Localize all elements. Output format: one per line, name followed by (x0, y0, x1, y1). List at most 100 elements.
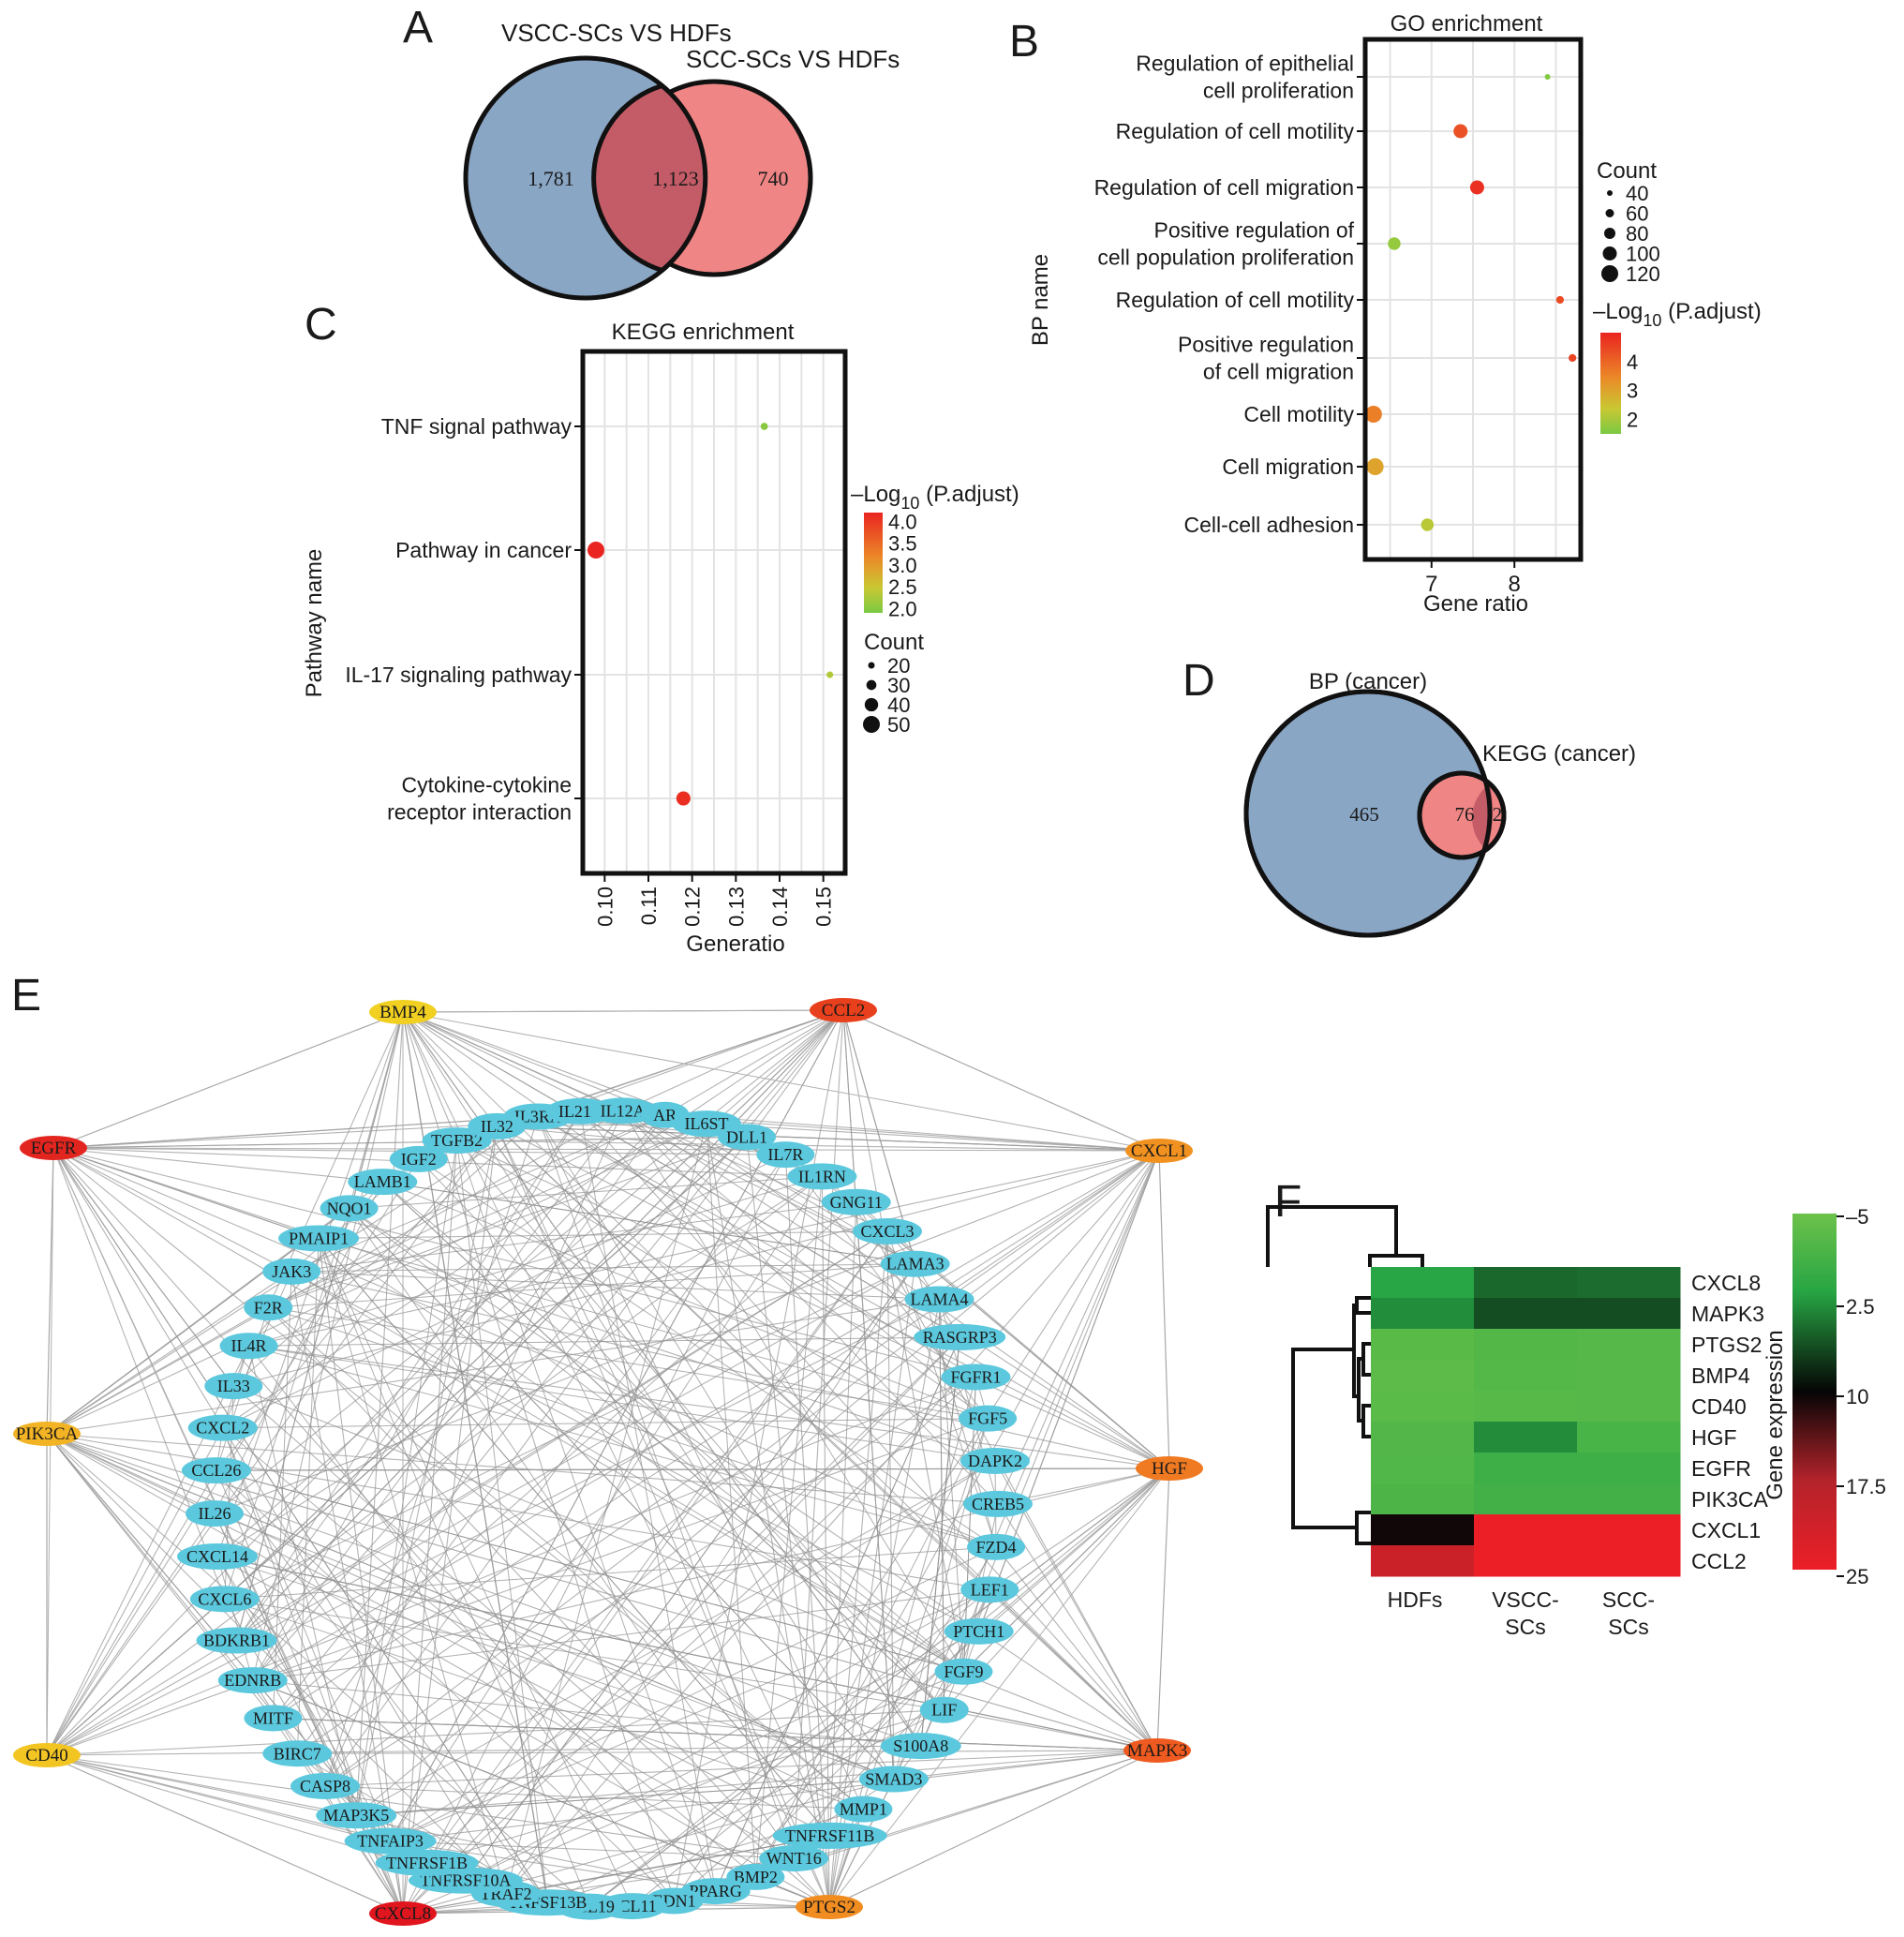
hub-edge-0-11 (402, 1011, 458, 1141)
heatmap-cells (1371, 1267, 1681, 1577)
gene-node-label-43: CXCL6 (198, 1589, 251, 1608)
inner-edge-156 (273, 1201, 857, 1719)
go-size-legend-title: Count (1597, 158, 1657, 184)
go-x-axis-label: Gene ratio (1423, 591, 1528, 617)
go-xtick-label-1: 8 (1509, 572, 1521, 597)
panel-f-letter: F (1274, 1177, 1302, 1227)
gene-node-label-24: MMP1 (840, 1800, 887, 1819)
inner-edge-99 (537, 1116, 864, 1810)
venn-d-set1-outline (1243, 689, 1493, 938)
hub-edge-7-1 (944, 1709, 1158, 1751)
hub-edge-4-10 (46, 1306, 269, 1435)
inner-edge-158 (267, 1306, 864, 1810)
heatmap-cell-4-1 (1474, 1391, 1578, 1423)
gene-node-label-8: GNG11 (830, 1193, 883, 1212)
inner-edge-20 (268, 1136, 748, 1308)
heatmap-cell-2-0 (1371, 1329, 1475, 1361)
inner-edge-31 (232, 1116, 539, 1387)
gene-node-label-23: SMAD3 (865, 1770, 922, 1789)
gene-node-47 (187, 1414, 258, 1441)
gene-node-label-48: IL33 (217, 1377, 250, 1395)
go-category-label-4-0: Regulation of cell motility (1116, 288, 1355, 312)
hub-edge-6-10 (46, 1418, 989, 1756)
inner-edge-26 (754, 1176, 823, 1877)
venn-a-only1-count: 1,781 (528, 167, 574, 190)
gene-node-label-47: CXCL2 (196, 1419, 249, 1438)
row-dendro-a (1355, 1296, 1371, 1315)
gene-node-label-25: TNFRSF11B (785, 1826, 874, 1845)
hub-edge-2-18 (52, 1147, 234, 1387)
heatmap-cell-4-0 (1371, 1391, 1475, 1423)
heatmap-legend-tick-label-3: 17.5 (1846, 1475, 1886, 1498)
inner-edge-159 (216, 1469, 548, 1903)
inner-edge-163 (318, 1237, 989, 1420)
hub-cross-edge-1 (402, 1011, 1158, 1751)
hub-edge-9-10 (706, 1124, 830, 1908)
hub-ring-edge-6 (46, 1754, 404, 1915)
inner-edge-25 (248, 1345, 996, 1462)
inner-edge-146 (268, 1263, 915, 1308)
go-point-8 (1421, 518, 1435, 531)
gene-node-label-52: PMAIP1 (289, 1229, 349, 1247)
inner-edge-118 (236, 1230, 888, 1641)
gene-node-label-27: BMP2 (734, 1868, 778, 1886)
hub-edge-4-18 (46, 1181, 383, 1435)
go-point-3 (1388, 237, 1401, 250)
go-color-tick-0: 4 (1627, 350, 1638, 374)
hub-edge-0-4 (267, 1011, 404, 1308)
go-size-legend-dot-0 (1607, 190, 1613, 196)
gene-node-16 (962, 1490, 1033, 1517)
gene-node-54 (348, 1169, 418, 1196)
kegg-category-label-2-0: IL-17 signaling pathway (345, 663, 572, 687)
gene-node-label-44: CXCL14 (186, 1547, 248, 1566)
hub-edge-2-21 (52, 1147, 717, 1892)
hub-node-1 (810, 998, 877, 1022)
venn-a-only2-count: 740 (758, 167, 789, 190)
hub-edge-8-21 (402, 1377, 976, 1915)
hub-edge-2-20 (52, 1147, 226, 1600)
heatmap-cell-0-1 (1474, 1267, 1578, 1299)
inner-edge-138 (324, 1110, 624, 1787)
hub-edge-7-15 (273, 1717, 1158, 1751)
go-size-legend-label-2: 80 (1626, 222, 1648, 246)
gene-node-10 (880, 1250, 950, 1277)
panel-d: D BP (cancer) KEGG (cancer) 465 76 2 (1183, 656, 1636, 938)
col-dendro-root (1266, 1205, 1398, 1267)
hub-ring-edge-2 (1158, 1150, 1170, 1469)
gene-node-6 (756, 1141, 815, 1169)
kegg-size-legend-dot-3 (863, 716, 880, 733)
gene-node-12 (914, 1323, 1006, 1350)
go-size-legend-label-4: 120 (1626, 262, 1660, 286)
gene-node-21 (919, 1696, 969, 1723)
inner-edge-157 (355, 1140, 458, 1816)
inner-edge-82 (318, 1238, 590, 1907)
heatmap-cell-7-1 (1474, 1483, 1578, 1515)
kegg-size-legend-dot-1 (866, 679, 877, 691)
inner-edge-37 (222, 1427, 756, 1878)
gene-node-label-18: LEF1 (971, 1580, 1009, 1599)
kegg-color-legend-title-tail: (P.adjust) (919, 482, 1019, 507)
gene-node-label-54: LAMB1 (354, 1172, 411, 1191)
gene-node-22 (880, 1733, 961, 1760)
inner-edge-123 (793, 1546, 997, 1859)
hub-node-7 (1123, 1738, 1191, 1763)
inner-edge-172 (318, 1238, 633, 1907)
gene-node-42 (196, 1627, 277, 1654)
hub-edge-7-3 (356, 1750, 1158, 1816)
kegg-color-bar (864, 513, 883, 613)
hub-edge-7-16 (995, 1546, 1158, 1751)
inner-edge-63 (224, 1546, 997, 1600)
gene-node-label-57: IL32 (481, 1117, 513, 1136)
inner-edge-149 (324, 1154, 786, 1787)
hub-edge-3-15 (324, 1150, 1160, 1787)
inner-edge-46 (296, 1238, 320, 1754)
kegg-size-legend-label-3: 50 (887, 713, 910, 737)
heatmap-cell-5-0 (1371, 1422, 1475, 1453)
kegg-xtick-label-4: 0.14 (768, 887, 792, 927)
network-edges (46, 1009, 1170, 1915)
heatmap-cell-1-1 (1474, 1298, 1578, 1330)
kegg-color-tick-4: 2.0 (888, 597, 917, 620)
heatmap-cell-6-1 (1474, 1453, 1578, 1484)
